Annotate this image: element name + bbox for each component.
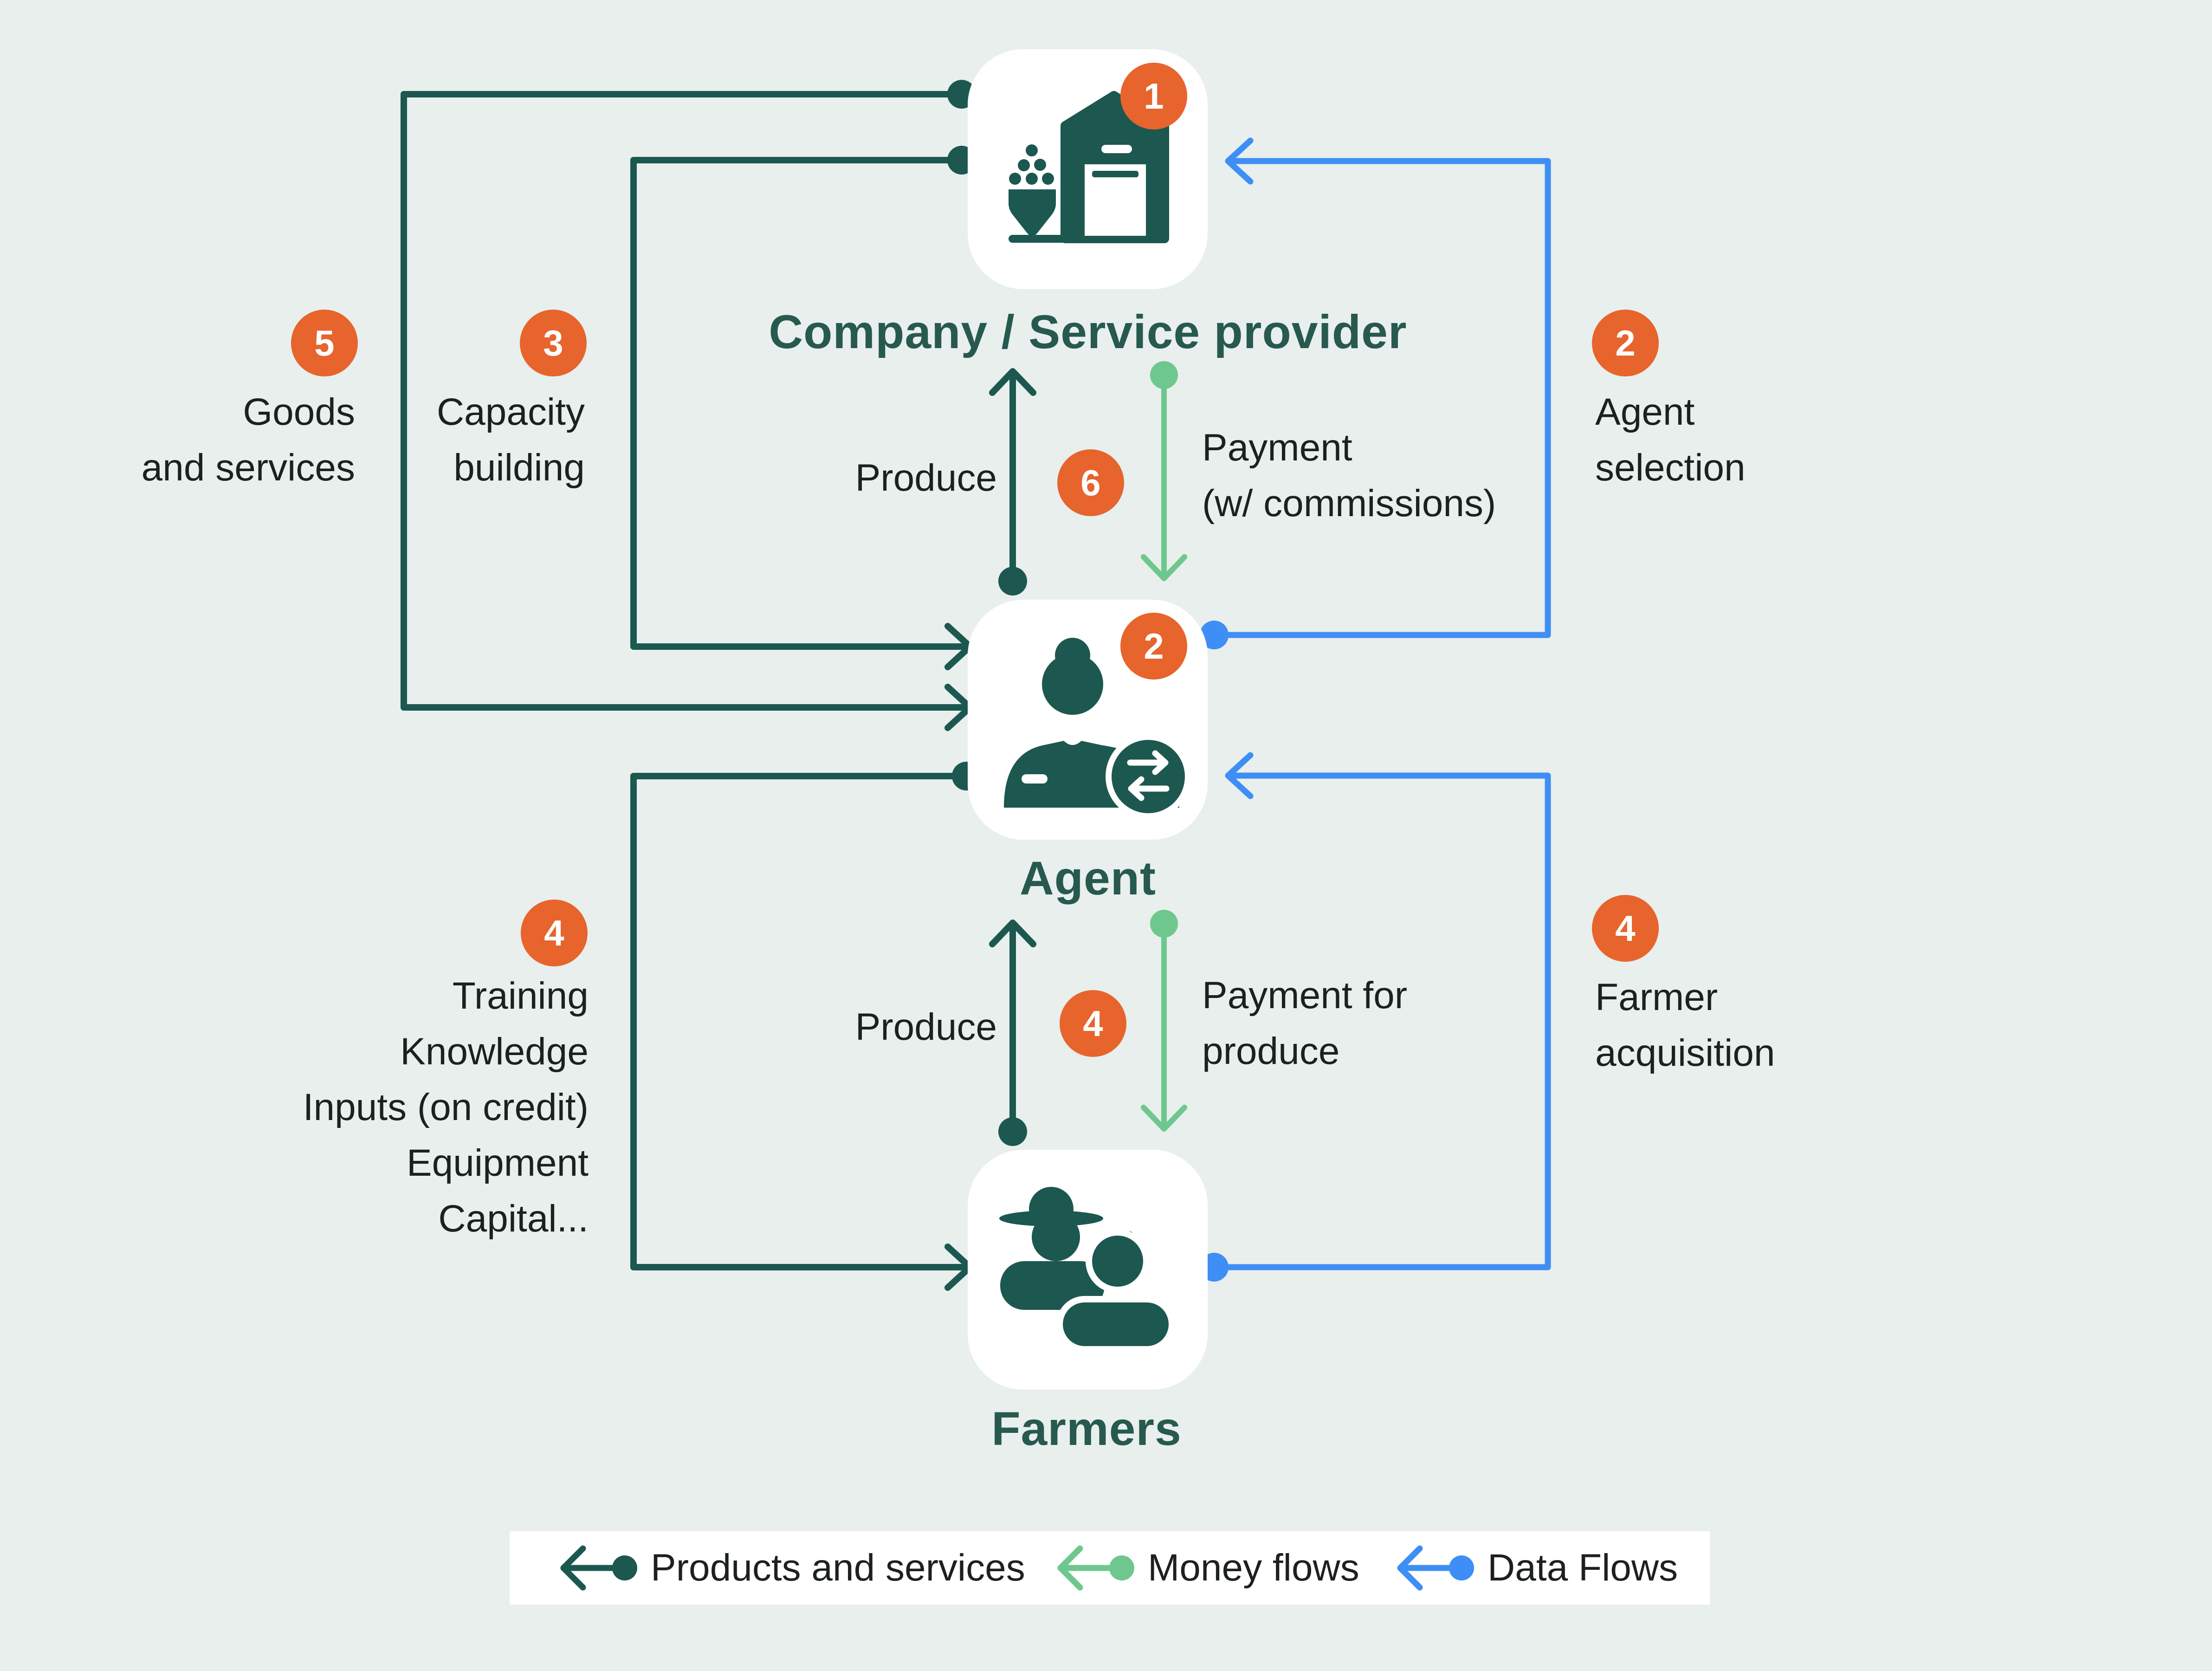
produce-upper-label: Produce — [855, 457, 997, 499]
capacity-flow-line — [630, 157, 970, 650]
money-arrow-icon — [1057, 1545, 1134, 1591]
goods-badge: 5 — [291, 310, 358, 376]
training-flow-line — [630, 773, 970, 1270]
agent-person-icon — [1004, 638, 1191, 819]
goods-label: Goods and services — [141, 391, 355, 489]
goods-flow-line — [401, 91, 970, 711]
payment-upper-origin-dot — [1150, 361, 1178, 389]
agent-selection-arrowhead-icon — [1225, 137, 1254, 185]
legend-item-products: Products and services — [550, 1531, 1025, 1605]
agent-selection-line — [1211, 158, 1551, 638]
node-farmers — [968, 1150, 1208, 1390]
company-title: Company / Service provider — [769, 305, 1407, 358]
payment-upper-arrowhead-icon — [1141, 554, 1187, 581]
payment-upper-badge: 6 — [1057, 449, 1124, 516]
training-label: Training Knowledge Inputs (on credit) Eq… — [303, 975, 589, 1240]
agent-selection-label: Agent selection — [1595, 391, 1746, 489]
training-badge: 4 — [521, 900, 588, 966]
farmer-acquisition-line — [1211, 772, 1551, 1270]
legend-label-data: Data Flows — [1488, 1547, 1678, 1589]
legend-item-data: Data Flows — [1386, 1531, 1678, 1605]
produce-lower-label: Produce — [855, 1006, 997, 1048]
produce-lower-arrowhead-icon — [989, 920, 1036, 947]
legend-label-money: Money flows — [1148, 1547, 1359, 1589]
data-arrow-icon — [1397, 1545, 1474, 1591]
store-icon — [1009, 91, 1169, 243]
legend-item-money: Money flows — [1047, 1531, 1359, 1605]
capacity-badge: 3 — [520, 310, 587, 376]
produce-lower-origin-dot — [998, 1117, 1027, 1146]
produce-upper-arrowhead-icon — [989, 368, 1036, 396]
agent-title: Agent — [1020, 852, 1156, 905]
farmers-icon — [999, 1187, 1175, 1353]
agent-step-badge: 2 — [1120, 613, 1187, 680]
farmer-acquisition-badge: 4 — [1592, 895, 1659, 962]
products-arrow-icon — [560, 1545, 637, 1591]
payment-lower-badge: 4 — [1060, 990, 1126, 1057]
produce-upper-origin-dot — [998, 567, 1027, 596]
legend-bar: Products and services Money flows Data F… — [510, 1531, 1710, 1605]
capacity-label: Capacity building — [436, 391, 585, 489]
agent-selection-origin-dot — [1200, 621, 1229, 649]
money-flows — [1141, 361, 1187, 1132]
farmers-title: Farmers — [991, 1402, 1182, 1455]
node-company — [968, 49, 1208, 289]
farmer-acquisition-arrowhead-icon — [1225, 752, 1254, 799]
agent-selection-badge: 2 — [1592, 310, 1659, 376]
company-step-badge: 1 — [1120, 63, 1187, 130]
farmer-acquisition-label: Farmer acquisition — [1595, 976, 1775, 1074]
payment-lower-origin-dot — [1150, 910, 1178, 938]
legend-label-products: Products and services — [651, 1547, 1025, 1589]
payment-lower-label: Payment for produce — [1202, 974, 1408, 1072]
payment-upper-label: Payment (w/ commissions) — [1202, 427, 1496, 525]
payment-lower-arrowhead-icon — [1141, 1105, 1187, 1132]
